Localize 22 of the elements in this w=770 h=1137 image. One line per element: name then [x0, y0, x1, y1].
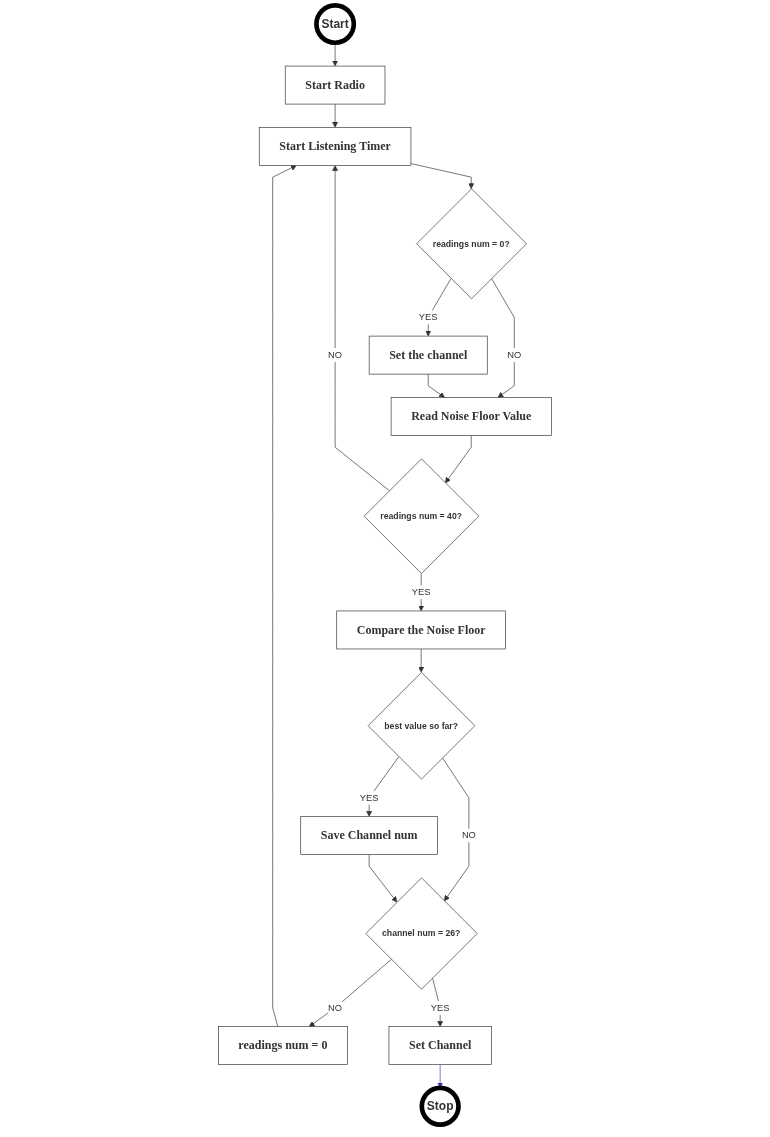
node-diamond: best value so far? [367, 672, 476, 780]
edge-label: NO [462, 829, 477, 841]
node-box: Save Channel num [300, 816, 438, 855]
node-diamond: readings num = 0? [416, 188, 527, 300]
node-diamond: readings num = 40? [363, 458, 480, 574]
node-box: Read Noise Floor Value [390, 397, 552, 436]
edge-label: YES [430, 1002, 450, 1013]
edge-label: NO [328, 1002, 343, 1013]
node-box: Start Listening Timer [259, 127, 412, 166]
node-box: readings num = 0 [218, 1026, 348, 1065]
node-box: Set the channel [368, 335, 488, 375]
edge-label: YES [411, 586, 431, 598]
edge-label: NO [507, 349, 522, 361]
node-diamond: channel num = 26? [365, 877, 478, 990]
edge-label: NO [328, 349, 343, 361]
node-box: Compare the Noise Floor [336, 610, 507, 650]
edge-label: YES [419, 311, 438, 323]
node-box: Set Channel [388, 1026, 492, 1065]
node-circle: Start [314, 3, 357, 46]
node-circle: Stop [419, 1085, 461, 1127]
edge-label: YES [359, 792, 379, 803]
node-box: Start Radio [285, 65, 386, 105]
